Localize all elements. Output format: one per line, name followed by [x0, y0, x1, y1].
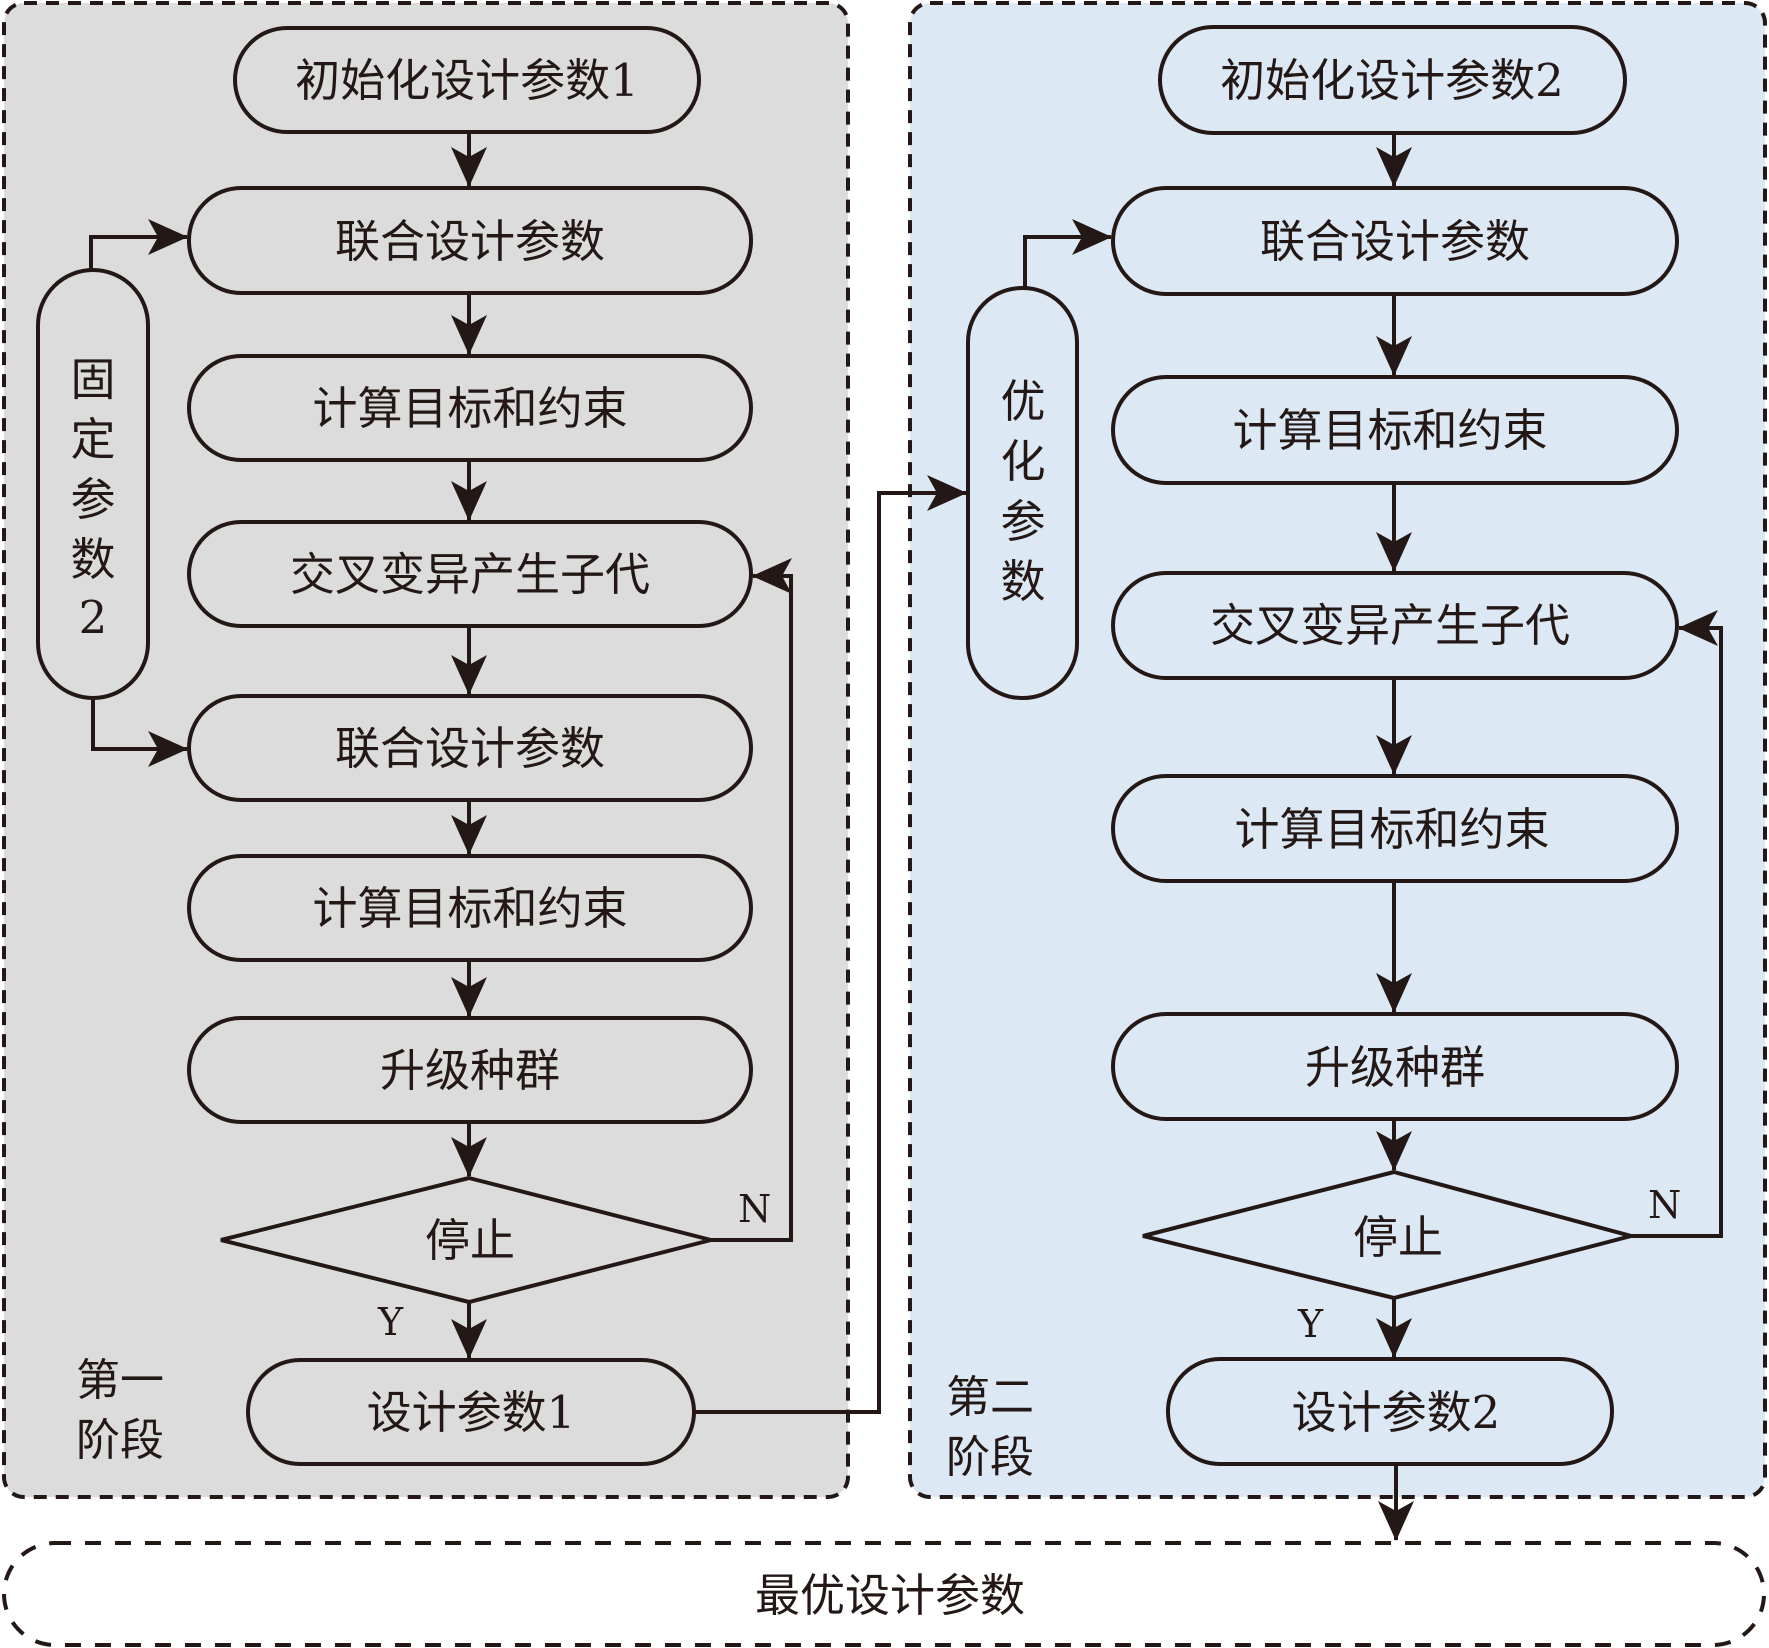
- stage1-flow: 初始化设计参数1 联合设计参数 计算目标和约束 交叉变异产生子代 联合设计参数 …: [36, 26, 793, 1466]
- fixed-params-char-3: 参: [70, 473, 115, 526]
- optimize-params-char-1: 优: [1000, 375, 1045, 428]
- arrow-stop-no-loop: [711, 558, 793, 1242]
- stage2-title-line2: 阶段: [946, 1432, 1034, 1483]
- node-optimize-params: [966, 286, 1079, 700]
- stage1-title-line1: 第一: [76, 1355, 164, 1406]
- node-combine-params-a-label: 联合设计参数: [335, 215, 605, 268]
- node-design-params-2: [1166, 1357, 1614, 1466]
- fixed-params-char-2: 定: [70, 413, 115, 466]
- node-compute-objectives-a-label: 计算目标和约束: [312, 382, 627, 435]
- arrow-fixed-to-combine-b: [91, 698, 188, 767]
- label-yes-2: Y: [1297, 1302, 1324, 1346]
- decision-stop-label: 停止: [425, 1214, 515, 1267]
- arrow-fixed-to-combine-a: [89, 219, 188, 270]
- label-yes: Y: [377, 1300, 404, 1344]
- stage1-title-line2: 阶段: [76, 1415, 164, 1466]
- optimize-params-char-4: 数: [1000, 555, 1045, 608]
- stage2-title-line1: 第二: [946, 1372, 1034, 1423]
- arrow-optimize-to-combine: [1023, 219, 1112, 288]
- decision-stop-2-label: 停止: [1353, 1211, 1443, 1264]
- node-crossover-mutation-label: 交叉变异产生子代: [290, 548, 650, 601]
- node-update-population-label: 升级种群: [380, 1044, 560, 1097]
- optimize-params-char-3: 参: [1000, 495, 1045, 548]
- node-design-params-1-label: 设计参数1: [367, 1386, 576, 1439]
- node-optimal-design-params-label: 最优设计参数: [755, 1569, 1025, 1622]
- node-design-params-2-label: 设计参数2: [1292, 1386, 1501, 1439]
- stage2-flow: 初始化设计参数2 联合设计参数 计算目标和约束 交叉变异产生子代 计算目标和约束…: [946, 25, 1723, 1541]
- fixed-params-char-5: 2: [79, 591, 108, 644]
- optimize-params-char-2: 化: [1000, 435, 1045, 488]
- label-no: N: [738, 1187, 771, 1231]
- arrow-design1-to-optimize: [694, 475, 967, 1414]
- node-init-params-1-label: 初始化设计参数1: [295, 54, 639, 107]
- node-combine-params-label: 联合设计参数: [1260, 215, 1530, 268]
- node-combine-params-b-label: 联合设计参数: [335, 722, 605, 775]
- node-update-population-2-label: 升级种群: [1305, 1041, 1485, 1094]
- node-init-params-2-label: 初始化设计参数2: [1220, 54, 1564, 107]
- node-compute-objectives-b2-label: 计算目标和约束: [1234, 803, 1549, 856]
- node-compute-objectives-a2-label: 计算目标和约束: [1232, 404, 1547, 457]
- fixed-params-char-1: 固: [70, 353, 115, 406]
- node-crossover-mutation-2-label: 交叉变异产生子代: [1210, 599, 1570, 652]
- node-optimal-design-params: [2, 1541, 1766, 1647]
- label-no-2: N: [1648, 1183, 1681, 1227]
- node-compute-objectives-b-label: 计算目标和约束: [312, 882, 627, 935]
- arrow-stop-no-loop-2: [1631, 610, 1723, 1238]
- fixed-params-char-4: 数: [70, 533, 115, 586]
